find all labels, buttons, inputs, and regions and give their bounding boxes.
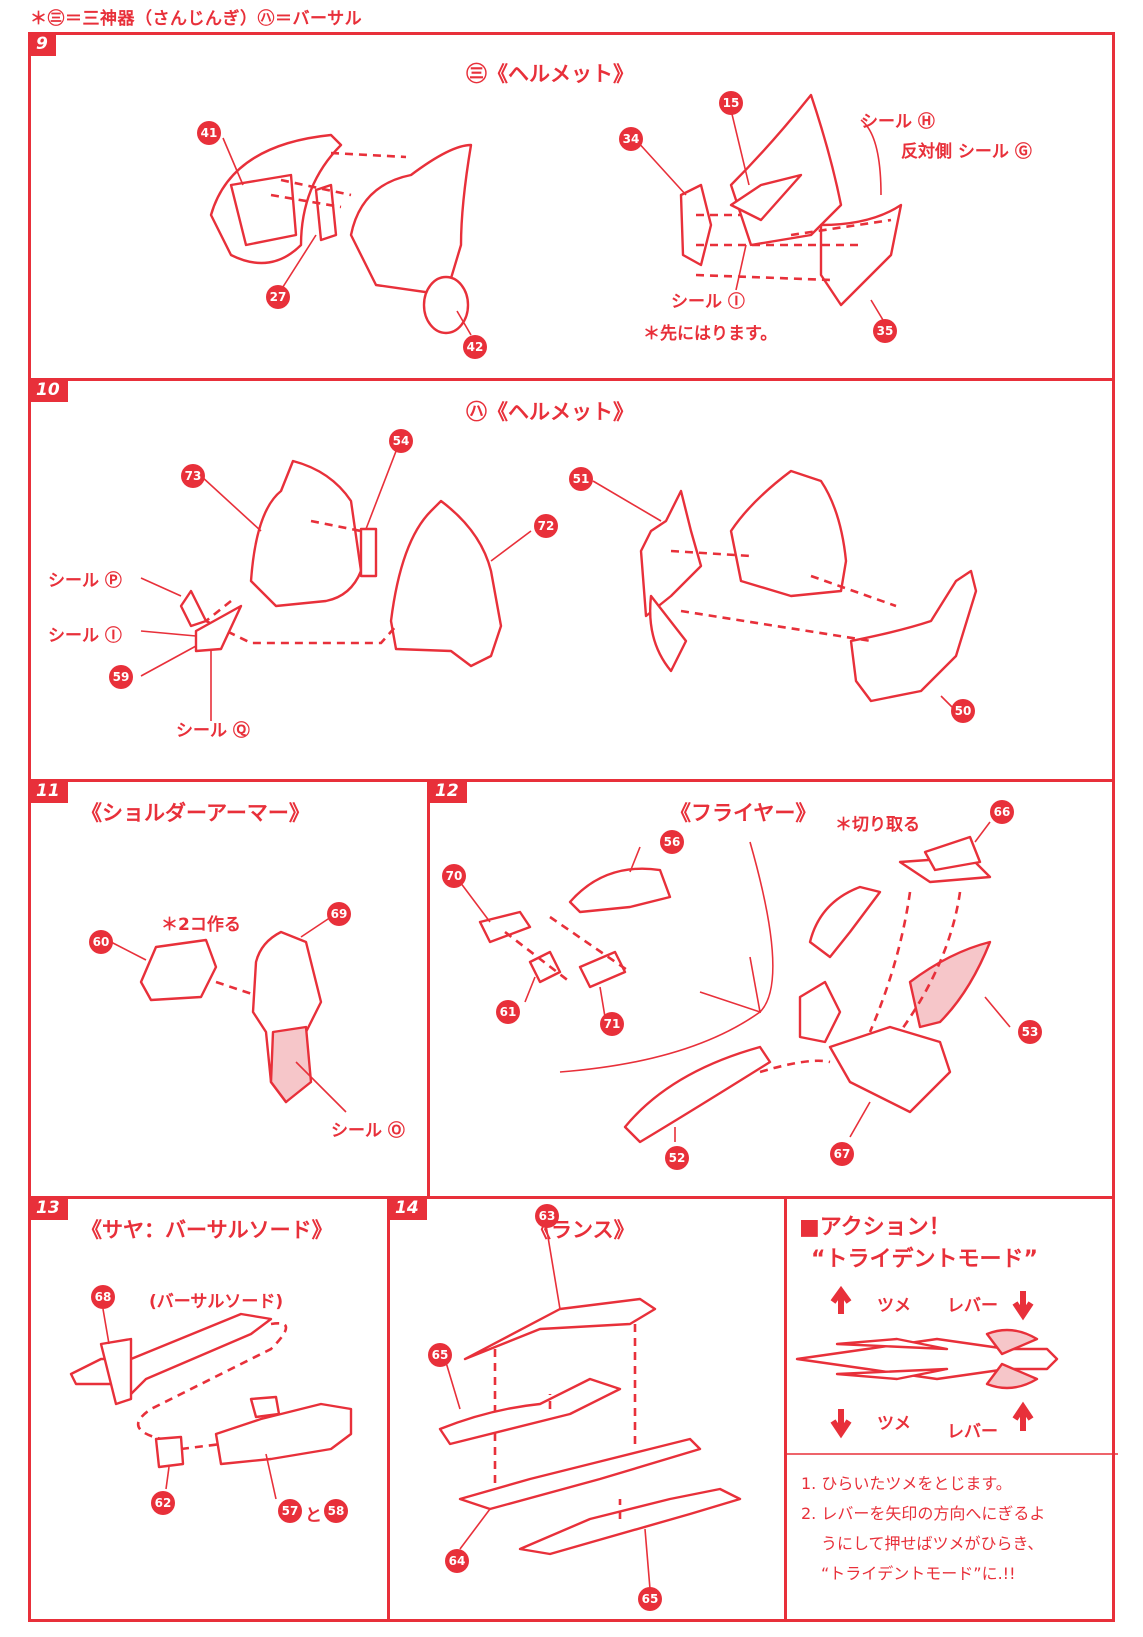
shoulder-diagram [110, 916, 347, 1113]
instruction-line-1: 1. ひらいたツメをとじます。 [801, 1474, 1012, 1493]
part-number-34: 34 [619, 127, 643, 151]
seal-p-label: シール Ⓟ [48, 571, 122, 591]
part-number-62: 62 [151, 1491, 175, 1515]
part-number-60: 60 [89, 930, 113, 954]
instruction-line-4: “トライデントモード”に.!! [821, 1564, 1016, 1583]
part-number-42: 42 [463, 335, 487, 359]
part-number-71: 71 [600, 1012, 624, 1036]
part-number-57: 57 [278, 1499, 302, 1523]
step-title: ㊂《ヘルメット》 [466, 62, 634, 86]
part-number-64: 64 [445, 1549, 469, 1573]
lance-diagram [438, 1218, 742, 1590]
part-number-59: 59 [109, 665, 133, 689]
part-number-52: 52 [665, 1146, 689, 1170]
step-number: 14 [387, 1196, 427, 1220]
part-number-51: 51 [569, 467, 593, 491]
part-number-65-lower: 65 [638, 1587, 662, 1611]
step-number: 13 [28, 1196, 68, 1220]
helmet-diagram-9 [209, 93, 903, 336]
part-number-41: 41 [197, 121, 221, 145]
step-note: ＊切り取る [835, 815, 920, 835]
part-number-50: 50 [951, 699, 975, 723]
legend: ＊㊂＝三神器（さんじんぎ）㋩＝バーサル [30, 9, 363, 29]
step-11-panel: 11 《ショルダーアーマー》 ＊2コ作る 60 69 シール Ⓞ [28, 779, 430, 1199]
action-panel: ■アクション！ “トライデントモード” ツメ レバー ツメ レバー 1. ひらい… [784, 1196, 1118, 1622]
step-9-panel: 9 ㊂《ヘルメット》 41 27 42 34 15 35 [28, 32, 1115, 381]
joiner-to: と [305, 1506, 322, 1526]
part-number-63: 63 [535, 1204, 559, 1228]
step-number: 11 [28, 779, 68, 803]
step-number: 10 [28, 378, 68, 402]
part-number-58: 58 [324, 1499, 348, 1523]
part-number-56: 56 [660, 830, 684, 854]
tsume-label-bottom: ツメ [877, 1414, 911, 1434]
part-number-68: 68 [91, 1285, 115, 1309]
part-number-27: 27 [266, 285, 290, 309]
trident-diagram [787, 1285, 1118, 1455]
lever-label-top: レバー [947, 1296, 998, 1316]
seal-h-label: シール Ⓗ [861, 112, 935, 132]
seal-o-label: シール Ⓞ [331, 1121, 405, 1141]
instruction-line-3: うにして押せばツメがひらき、 [821, 1534, 1044, 1553]
part-number-65: 65 [428, 1343, 452, 1367]
action-title-1: ■アクション！ [799, 1215, 951, 1240]
seal-i-label: シール Ⓘ [48, 626, 122, 646]
step-title: 《サヤ：バーサルソード》 [81, 1218, 333, 1242]
part-number-54: 54 [389, 429, 413, 453]
sword-diagram [69, 1308, 353, 1500]
sword-label: (バーサルソード) [149, 1292, 284, 1312]
step-14-panel: 14 《ランス》 63 65 64 65 [387, 1196, 787, 1622]
helmet-diagram-10 [140, 445, 978, 721]
part-number-70: 70 [442, 864, 466, 888]
part-number-67: 67 [830, 1142, 854, 1166]
part-number-35: 35 [873, 319, 897, 343]
part-number-73: 73 [181, 464, 205, 488]
step-10-panel: 10 ㋩《ヘルメット》 73 54 72 59 51 50 シール Ⓟ シール … [28, 378, 1115, 782]
seal-i-label: シール Ⓘ [671, 292, 745, 312]
step-title: 《ショルダーアーマー》 [81, 801, 310, 825]
tsume-label-top: ツメ [877, 1296, 911, 1316]
part-number-69: 69 [327, 902, 351, 926]
step-13-panel: 13 《サヤ：バーサルソード》 (バーサルソード) 68 62 57 と 58 [28, 1196, 390, 1622]
action-title-2: “トライデントモード” [811, 1247, 1038, 1272]
part-number-15: 15 [719, 91, 743, 115]
instruction-line-2: 2. レバーを矢印の方向へにぎるよ [801, 1504, 1046, 1523]
flyer-diagram [459, 821, 1011, 1144]
step-note: ＊2コ作る [161, 915, 241, 935]
step-note: ＊先にはります。 [643, 324, 778, 344]
step-12-panel: 12 《フライヤー》 ＊切り取る 70 56 61 71 66 53 [427, 779, 1115, 1199]
seal-g-label: 反対側 シール Ⓖ [901, 142, 1032, 162]
part-number-53: 53 [1018, 1020, 1042, 1044]
part-number-72: 72 [534, 514, 558, 538]
step-title: ㋩《ヘルメット》 [466, 400, 634, 424]
part-number-61: 61 [496, 1000, 520, 1024]
lever-label-bottom: レバー [947, 1422, 998, 1442]
step-number: 12 [427, 779, 467, 803]
part-number-66: 66 [990, 800, 1014, 824]
step-number: 9 [28, 32, 56, 56]
seal-q-label: シール Ⓠ [176, 721, 250, 741]
step-title: 《フライヤー》 [670, 801, 817, 825]
